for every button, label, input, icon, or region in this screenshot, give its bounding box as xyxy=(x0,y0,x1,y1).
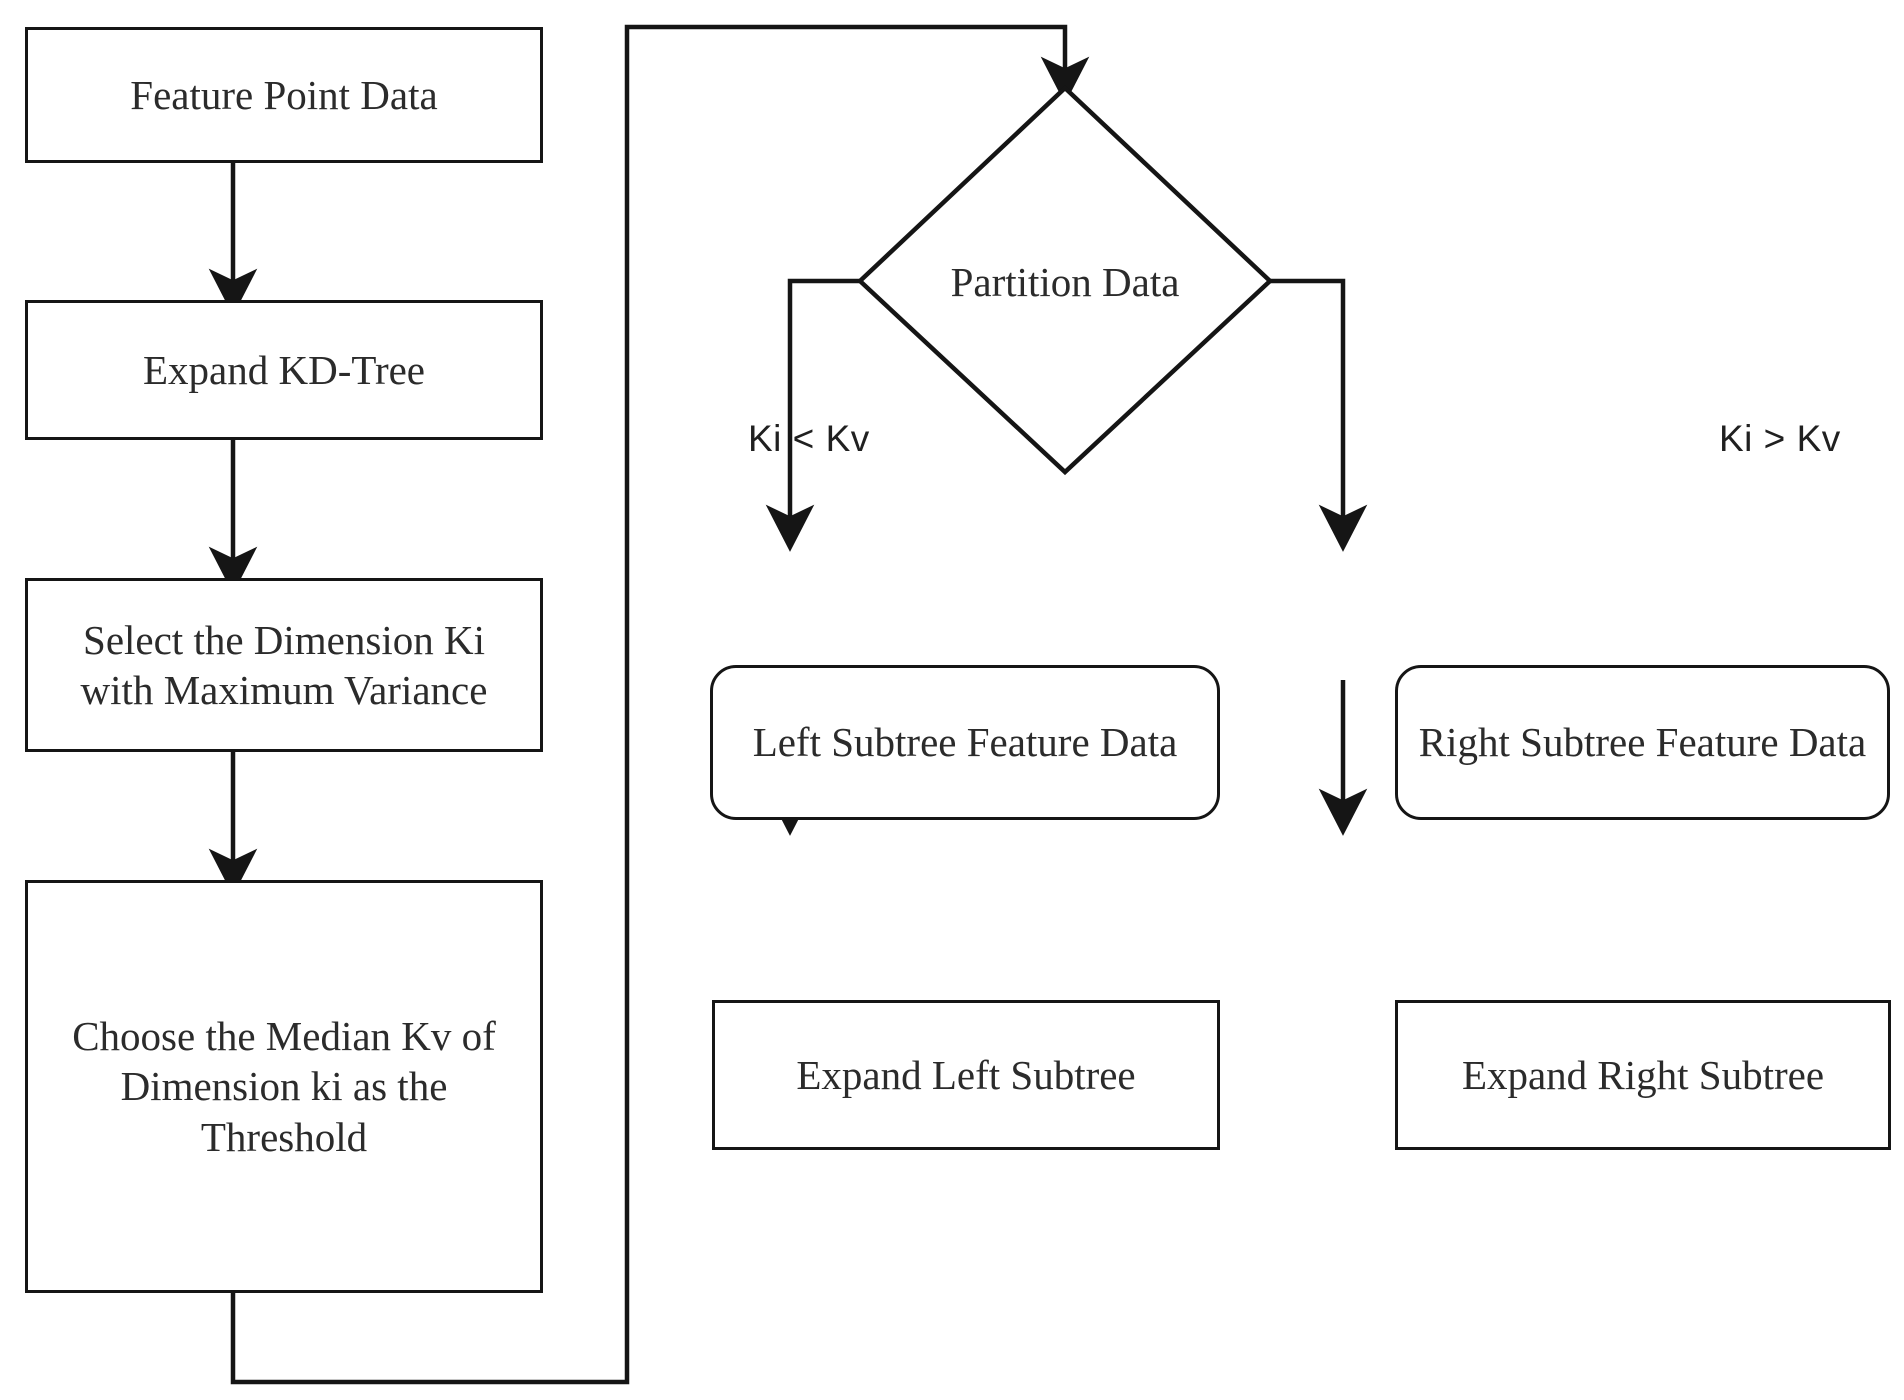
node-expand-left-subtree-label: Expand Left Subtree xyxy=(796,1051,1136,1098)
node-choose-median[interactable]: Choose the Median Kv of Dimension ki as … xyxy=(25,880,543,1293)
node-left-subtree-data-label: Left Subtree Feature Data xyxy=(752,719,1178,766)
node-expand-right-subtree-label: Expand Right Subtree xyxy=(1461,1051,1825,1098)
partition-data-label: Partition Data xyxy=(950,259,1180,305)
node-expand-kd-tree-label: Expand KD-Tree xyxy=(142,346,425,393)
connector-partition-right xyxy=(1270,278,1368,552)
node-expand-kd-tree[interactable]: Expand KD-Tree xyxy=(25,300,543,440)
node-feature-point-data[interactable]: Feature Point Data xyxy=(25,27,543,163)
node-select-dimension-label: Select the Dimension Ki with Maximum Var… xyxy=(80,616,488,713)
node-left-subtree-data[interactable]: Left Subtree Feature Data xyxy=(710,665,1220,820)
node-feature-point-data-label: Feature Point Data xyxy=(130,71,438,118)
node-select-dimension[interactable]: Select the Dimension Ki with Maximum Var… xyxy=(25,578,543,752)
edge-label-right-branch: Ki > Kv xyxy=(1719,418,1841,459)
edge-label-left-branch: Ki < Kv xyxy=(748,418,870,459)
node-expand-right-subtree[interactable]: Expand Right Subtree xyxy=(1395,1000,1891,1150)
node-choose-median-label: Choose the Median Kv of Dimension ki as … xyxy=(72,1013,496,1160)
partition-data-diamond xyxy=(856,84,1274,476)
connector-partition-left xyxy=(765,278,860,552)
connector-median-to-partition xyxy=(230,24,1090,1385)
node-expand-left-subtree[interactable]: Expand Left Subtree xyxy=(712,1000,1220,1150)
node-right-subtree-data[interactable]: Right Subtree Feature Data xyxy=(1395,665,1890,820)
node-right-subtree-data-label: Right Subtree Feature Data xyxy=(1418,719,1867,766)
